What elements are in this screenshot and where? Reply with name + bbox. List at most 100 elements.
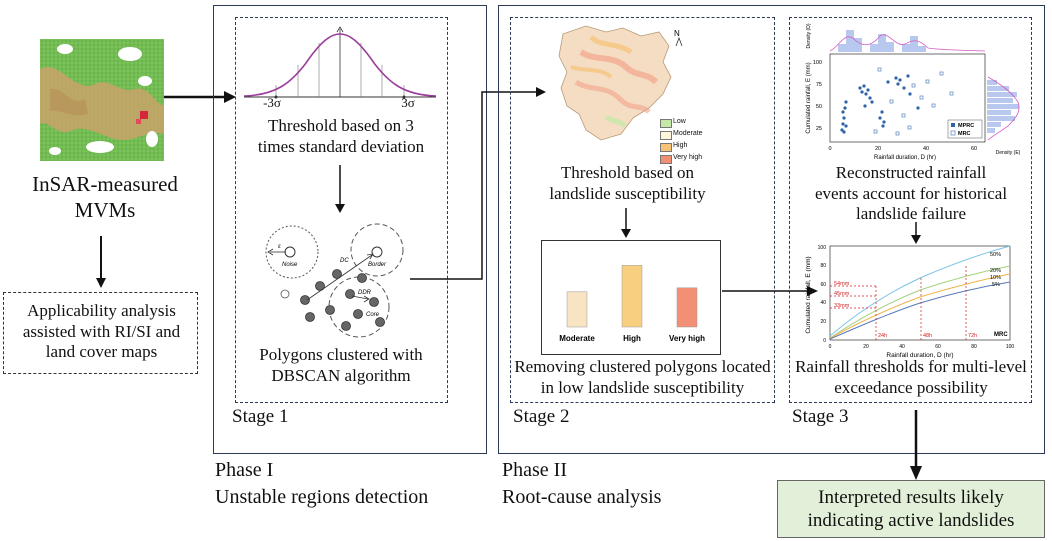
phase1-frame (213, 5, 487, 454)
threshold-ytick-100: 100 (818, 245, 827, 251)
map-legend: Low Moderate High Very high (660, 118, 720, 167)
reconstructed-line3: landslide failure (856, 204, 966, 224)
arrow-stage2-to-stage3 (722, 284, 818, 296)
phase1-subtitle: Unstable regions detection (215, 486, 429, 508)
sigma-left-label: -3σ (263, 95, 281, 110)
phase1-title: Phase I (215, 459, 274, 481)
stage2-box (510, 17, 775, 403)
removing-caption: Removing clustered polygons located in l… (511, 357, 774, 398)
threshold-ytick-80: 80 (820, 263, 826, 269)
removing-line1: Removing clustered polygons located (514, 357, 771, 376)
dbscan-noise: Noise (282, 262, 298, 268)
bar-label-high: High (623, 334, 641, 343)
stage3-box (789, 17, 1032, 403)
rainfall-line2: exceedance possibility (834, 377, 988, 397)
legend-low: Low (673, 118, 686, 125)
svg-text:N: N (674, 29, 680, 38)
threshold-xtick-80: 80 (971, 344, 977, 350)
stage3-label: Stage 3 (792, 406, 849, 427)
marker-24h: 24h (878, 333, 887, 339)
rainfall-threshold-chart: 54mm 45mm 33mm 24h 48h 72h 50% 20% 10% 5… (800, 240, 1030, 360)
result-line1: Interpreted results likely (818, 487, 1004, 508)
scatter-legend-mrc: MRC (958, 131, 971, 137)
scatter-ytick-50: 50 (816, 104, 822, 110)
threshold-ytick-20: 20 (820, 319, 826, 325)
threshold-xtick-60: 60 (935, 344, 941, 350)
bar-label-very-high: Very high (669, 334, 705, 343)
dbscan-eps: ε (278, 244, 281, 250)
dbscan-line1: Polygons clustered with (259, 345, 423, 364)
legend-swatch-very-high (660, 155, 672, 164)
legend-moderate: Moderate (673, 130, 703, 137)
arrow-stage1-down (334, 165, 346, 213)
threshold-3sigma-caption: Threshold based on 3 times standard devi… (236, 116, 446, 157)
sigma-right-label: 3σ (401, 95, 415, 110)
threshold-xlabel: Rainfall duration, D (hr) (886, 352, 953, 359)
susceptibility-bar-chart: Moderate High Very high (541, 240, 721, 355)
scatter-xtick-40: 40 (923, 146, 929, 152)
susceptibility-caption: Threshold based on landslide susceptibil… (520, 163, 735, 204)
rainfall-scatter-plot: MPRC MRC 25 50 75 100 0 20 40 60 Rainfal… (800, 22, 1030, 162)
marker-54mm: 54mm (834, 281, 850, 287)
dbscan-ddr: DDR (358, 290, 372, 296)
threshold-line2: times standard deviation (257, 136, 425, 156)
threshold-line1: Threshold based on 3 (268, 116, 414, 135)
scatter-legend-mprc: MPRC (958, 123, 974, 129)
legend-swatch-moderate (660, 131, 672, 140)
input-title: InSAR-measured MVMs (10, 172, 200, 223)
bar-label-moderate: Moderate (559, 334, 595, 343)
stage1-box (235, 17, 448, 403)
susceptibility-line2: landslide susceptibility (549, 183, 706, 203)
susceptibility-line1: Threshold based on (560, 163, 695, 182)
threshold-ytick-0: 0 (823, 338, 826, 344)
dbscan-core: Core (366, 312, 380, 318)
applicability-box: Applicability analysis assisted with RI/… (3, 292, 198, 374)
threshold-xtick-0: 0 (829, 344, 832, 350)
input-title-line1: InSAR-measured (32, 172, 178, 196)
scatter-ytick-100: 100 (813, 60, 822, 66)
legend-swatch-low (660, 119, 672, 128)
threshold-ytick-40: 40 (820, 300, 826, 306)
result-box: Interpreted results likely indicating ac… (777, 480, 1045, 538)
input-title-line2: MVMs (74, 197, 136, 222)
arrow-input-to-phase1 (164, 90, 236, 104)
marker-72h: 72h (968, 333, 977, 339)
susceptibility-map: N (551, 22, 691, 150)
scatter-xlabel: Rainfall duration, D (hr) (874, 155, 936, 161)
bar-moderate (566, 291, 588, 328)
threshold-corner-label: MRC (994, 332, 1008, 338)
applicability-line1: Applicability analysis (27, 301, 176, 320)
reconstructed-line1: Reconstructed rainfall (835, 163, 987, 182)
marker-45mm: 45mm (834, 291, 850, 297)
marker-33mm: 33mm (834, 303, 850, 309)
dbscan-dc: DC (340, 258, 349, 264)
scatter-ytick-25: 25 (816, 126, 822, 132)
scatter-density-right: Density (E) (996, 150, 1021, 156)
dbscan-border: Border (368, 262, 387, 268)
dbscan-line2: DBSCAN algorithm (271, 365, 411, 385)
bar-very-high (676, 287, 698, 328)
scatter-xtick-20: 20 (875, 146, 881, 152)
threshold-ylabel: Cumulated rainfall, E (mm) (805, 256, 812, 333)
rainfall-thresholds-caption: Rainfall thresholds for multi-level exce… (791, 357, 1031, 398)
legend-swatch-high (660, 143, 672, 152)
reconstructed-caption: Reconstructed rainfall events account fo… (791, 163, 1031, 225)
scatter-xtick-60: 60 (971, 146, 977, 152)
removing-line2: in low landslide susceptibility (540, 377, 745, 397)
curve-label-10: 10% (990, 275, 1001, 281)
arrow-input-down (95, 236, 107, 288)
threshold-xtick-100: 100 (1006, 344, 1015, 350)
applicability-line3: land cover maps (45, 342, 158, 362)
threshold-xtick-20: 20 (863, 344, 869, 350)
gaussian-curve (236, 25, 446, 115)
reconstructed-line2: events account for historical (814, 183, 1008, 203)
arrow-stage2-down (620, 208, 632, 238)
marker-48h: 48h (923, 333, 932, 339)
scatter-ylabel: Cumulated rainfall, E (mm) (806, 62, 812, 133)
phase2-subtitle: Root-cause analysis (502, 486, 662, 508)
stage2-label: Stage 2 (513, 406, 570, 427)
phase2-frame (498, 5, 1045, 454)
dbscan-caption: Polygons clustered with DBSCAN algorithm (236, 345, 446, 386)
threshold-xtick-40: 40 (899, 344, 905, 350)
legend-very-high: Very high (673, 154, 703, 161)
